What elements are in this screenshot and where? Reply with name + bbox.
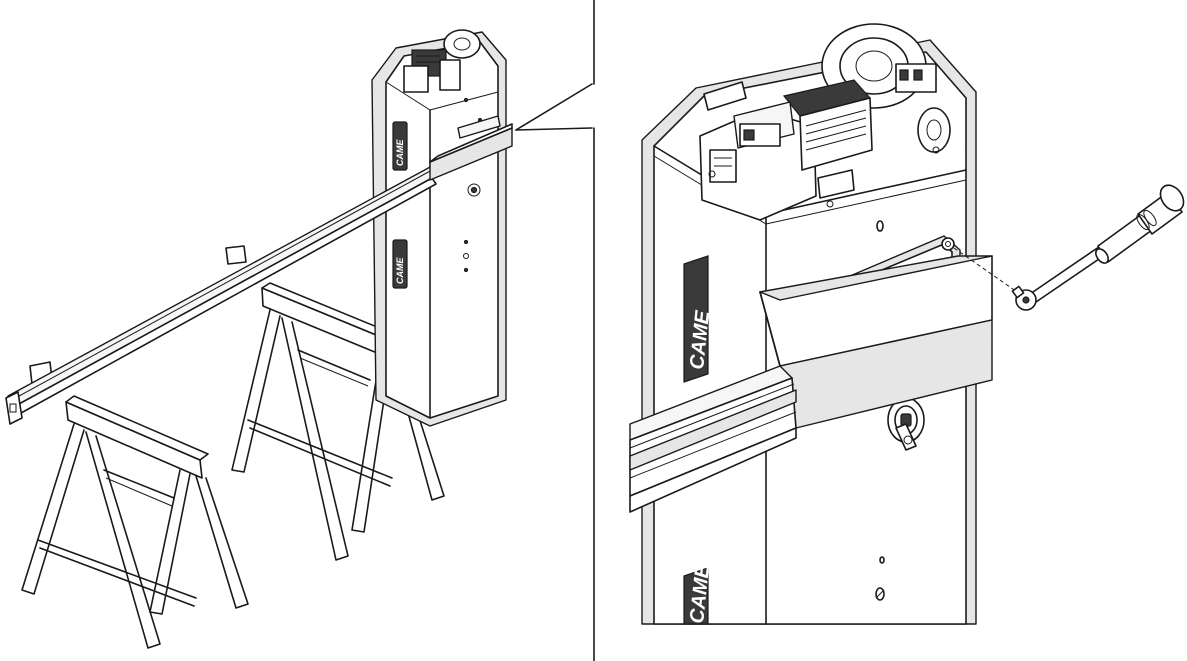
barrier-cabinet-overview: CAME CAME xyxy=(371,29,507,427)
detail-panel: CAME CAME xyxy=(629,23,1185,625)
boom-sleeve xyxy=(759,255,993,429)
logo-text: CAME xyxy=(395,139,405,166)
release-lock-detail xyxy=(887,397,925,451)
motor-assembly-detail xyxy=(699,23,951,221)
front-sawhorse xyxy=(21,361,249,649)
logo-plate-upper: CAME xyxy=(392,121,408,171)
overview-panel: CAME CAME xyxy=(5,29,593,649)
key-icon xyxy=(895,423,917,451)
logo-plate-lower: CAME xyxy=(392,239,408,289)
release-lock-icon xyxy=(467,183,481,197)
torque-wrench-icon xyxy=(1011,184,1185,311)
rear-sawhorse xyxy=(225,245,445,561)
boom-overview xyxy=(5,115,513,425)
boom-detail xyxy=(629,365,797,513)
logo-text: CAME xyxy=(395,257,405,284)
motor-assembly-overview xyxy=(403,29,481,93)
detail-callout-lines xyxy=(515,83,593,131)
